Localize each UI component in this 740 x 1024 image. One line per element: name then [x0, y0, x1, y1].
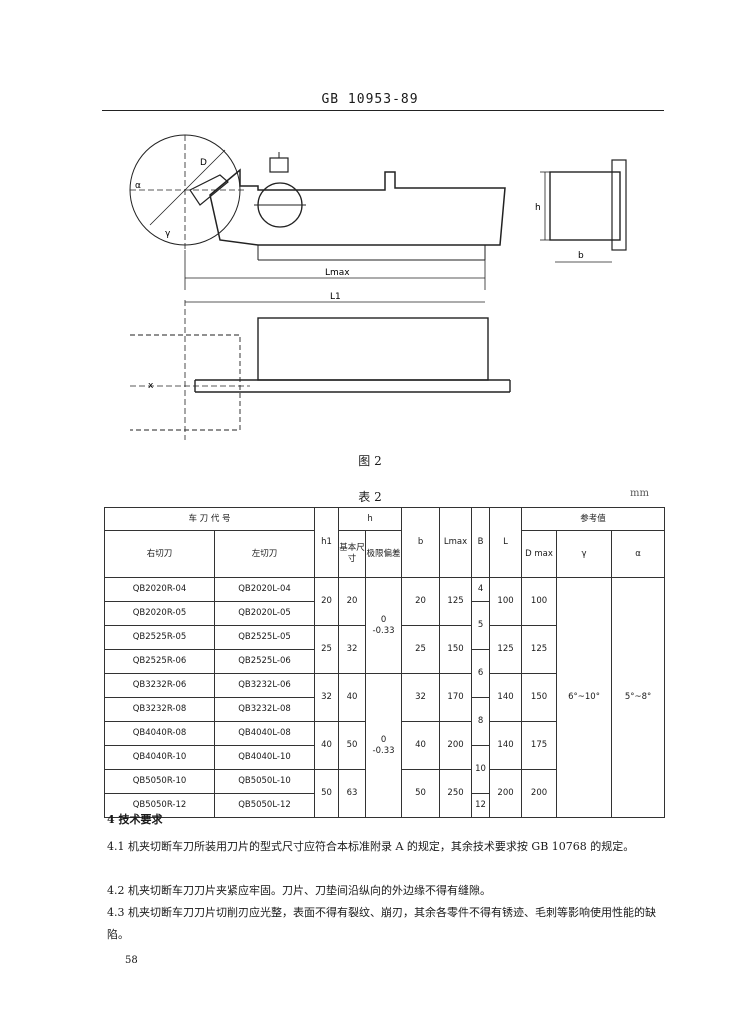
col-L: L: [489, 507, 523, 578]
table-row: QB2020R-04 QB2020L-04 20 20 0 -0.33 20 1…: [104, 577, 666, 818]
table-row: QB4040R-08 QB4040L-08 40 50 40 200 140 1…: [104, 721, 665, 770]
tool-drawing: α γ D Lmax L1 h b x: [129, 134, 627, 440]
label-gamma: γ: [165, 229, 171, 239]
col-B: B: [471, 507, 491, 578]
col-gamma: γ: [556, 530, 613, 578]
col-right: 右切刀: [104, 530, 215, 578]
col-D: D max: [521, 530, 558, 578]
figure-caption: 图 2: [358, 454, 382, 468]
col-ref: 参考值: [521, 507, 666, 531]
col-left: 左切刀: [213, 530, 316, 578]
plan-view: [257, 317, 489, 381]
col-h-basic: 基本尺寸: [338, 530, 367, 578]
paragraph-4-1: 4.1 机夹切断车刀所装用刀片的型式尺寸应符合本标准附录 A 的规定，其余技术要…: [107, 840, 635, 853]
label-x: x: [148, 381, 154, 391]
table-row: QB5050R-10 QB5050L-10 50 63 50 250 200 2…: [104, 769, 665, 818]
table-row: QB2525R-06 QB2525L-06 6: [104, 649, 665, 698]
paragraph-4-3: 4.3 机夹切断车刀刀片切削刃应光整，表面不得有裂纹、崩刃，其余各零件不得有锈迹…: [107, 906, 656, 941]
table-unit: mm: [630, 488, 649, 499]
col-lmax: Lmax: [439, 507, 473, 578]
col-h: h: [338, 507, 403, 531]
label-alpha: α: [135, 181, 141, 191]
table-row: QB5050R-12 QB5050L-12 12: [104, 793, 665, 818]
section-title: 4 技术要求: [107, 813, 163, 826]
paragraph-4-2: 4.2 机夹切断车刀刀片夹紧应牢固。刀片、刀垫间沿纵向的外边缘不得有缝隙。: [107, 884, 491, 897]
col-alpha: α: [611, 530, 666, 578]
label-lmax: Lmax: [325, 268, 350, 278]
col-code: 车 刀 代 号: [103, 507, 316, 531]
header-rule: [102, 110, 664, 111]
page-number: 58: [125, 955, 138, 966]
table-row: QB3232R-06 QB3232L-06 32 40 0 -0.33 32 1…: [104, 673, 665, 818]
spec-table: 车 刀 代 号 h1 h b Lmax B L 参考值 右切刀 左切刀 基本尺寸…: [103, 507, 666, 818]
document-header: GB 10953-89: [321, 92, 419, 107]
label-h: h: [535, 203, 541, 213]
col-b: b: [401, 507, 441, 578]
col-h1: h1: [314, 507, 340, 578]
table-row: QB4040R-10 QB4040L-10 10: [104, 745, 665, 794]
label-b: b: [578, 251, 584, 261]
table-row: QB3232R-08 QB3232L-08 8: [104, 697, 665, 746]
label-d: D: [200, 158, 207, 168]
table-caption: 表 2: [358, 490, 382, 504]
table-row: QB2020R-05 QB2020L-05 5: [104, 601, 665, 650]
table-row: QB2525R-05 QB2525L-05 25 32 25 150 125 1…: [104, 625, 665, 674]
tool-body: [209, 168, 506, 246]
col-h-tol: 极限偏差: [365, 530, 403, 578]
label-l1: L1: [330, 292, 341, 302]
end-view: [549, 171, 621, 241]
